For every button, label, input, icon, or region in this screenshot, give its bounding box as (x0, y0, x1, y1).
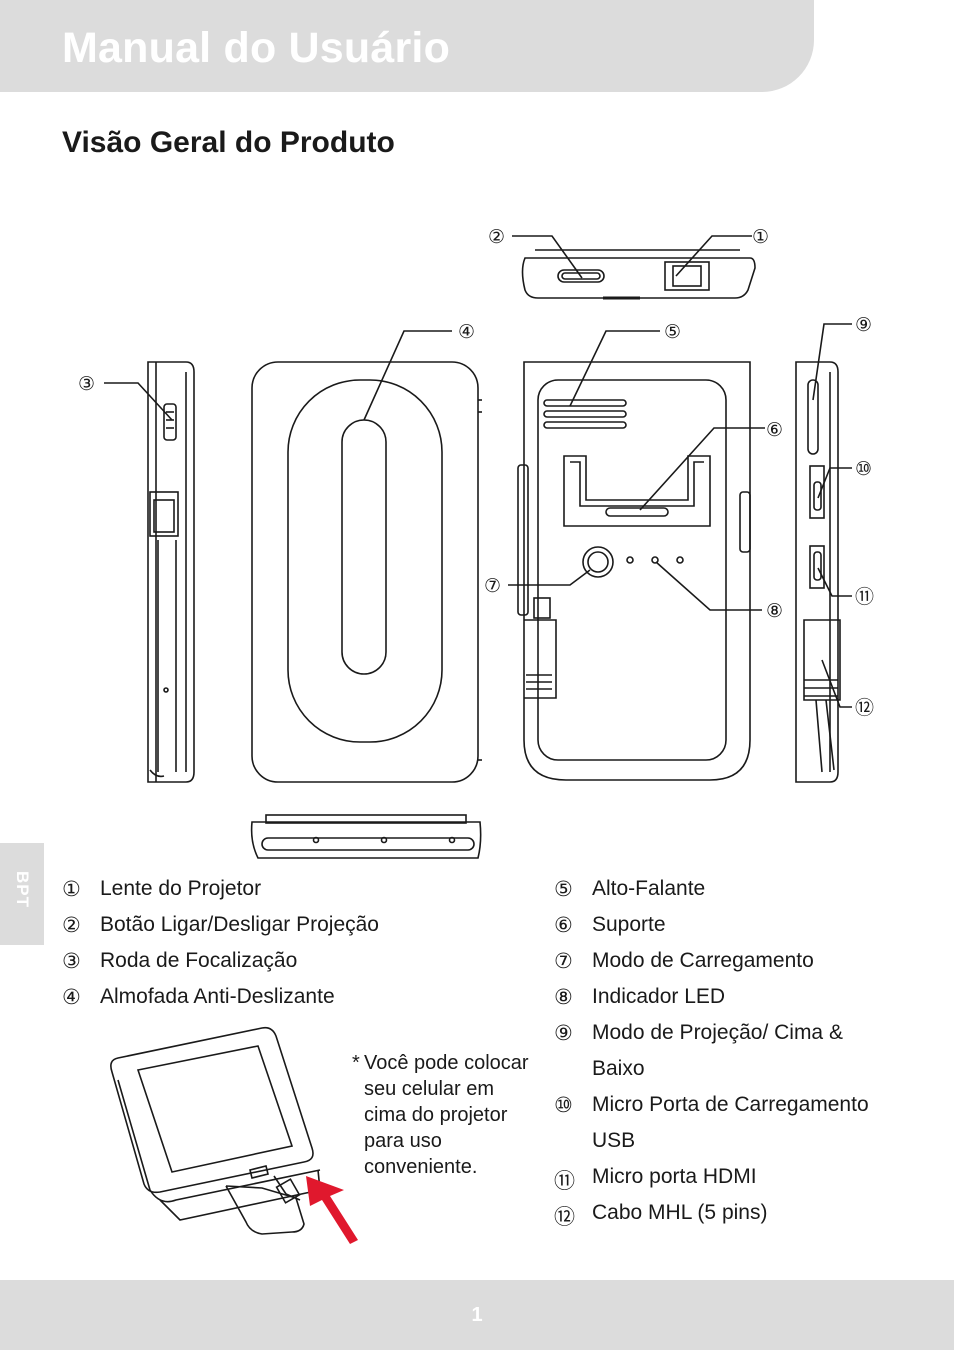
page-number: 1 (471, 1304, 483, 1326)
callout-11: ⑪ (855, 586, 874, 608)
callout-3: ③ (78, 373, 95, 395)
legend-label: Suporte (592, 913, 666, 936)
legend-label: Lente do Projetor (100, 877, 262, 900)
product-diagram: ① ② ③ ④ ⑤ ⑥ ⑦ ⑧ ⑨ ⑩ ⑪ ⑫ (78, 226, 874, 1244)
legend-number: ⑥ (554, 914, 573, 937)
legend-label-continued: Baixo (592, 1057, 645, 1080)
callout-9: ⑨ (855, 314, 872, 336)
leader-lines (104, 235, 852, 708)
header-bar: Manual do Usuário (0, 0, 814, 92)
legend-number: ③ (62, 950, 81, 973)
bottom-view-drawing (250, 814, 482, 859)
legend-number: ④ (62, 986, 81, 1009)
right-side-view-drawing (795, 361, 841, 783)
back-view-drawing (251, 361, 482, 783)
callout-4: ④ (458, 321, 475, 343)
callout-12: ⑫ (855, 697, 874, 719)
legend-right: ⑤ Alto-Falante ⑥ Suporte ⑦ Modo de Carre… (554, 877, 934, 1237)
red-arrow-icon (306, 1176, 358, 1244)
legend-number: ② (62, 914, 81, 937)
phone-illustration (110, 1026, 321, 1235)
note-asterisk: * (352, 1052, 360, 1074)
legend-label: Alto-Falante (592, 877, 706, 900)
callout-6: ⑥ (766, 419, 783, 441)
legend-label: Micro porta HDMI (592, 1165, 757, 1188)
callout-2: ② (488, 226, 505, 248)
page-title: Manual do Usuário (62, 24, 451, 72)
legend-left: ① Lente do Projetor ② Botão Ligar/Deslig… (62, 877, 502, 1017)
legend-label: Roda de Focalização (100, 949, 298, 972)
callout-10: ⑩ (855, 458, 872, 480)
legend-label: Indicador LED (592, 985, 726, 1008)
legend-label-continued: USB (592, 1129, 636, 1152)
legend-label: Modo de Projeção/ Cima & (592, 1021, 843, 1044)
legend-number: ① (62, 878, 81, 901)
callout-1: ① (752, 226, 769, 248)
legend-number: ⑩ (554, 1094, 573, 1117)
legend-number: ⑨ (554, 1022, 573, 1045)
front-view-drawing (517, 361, 751, 781)
legend-number: ⑧ (554, 986, 573, 1009)
legend-number: ⑪ (554, 1170, 575, 1193)
left-side-view-drawing (147, 361, 195, 783)
legend-label: Modo de Carregamento (592, 949, 814, 972)
callout-8: ⑧ (766, 600, 783, 622)
legend-number: ⑫ (554, 1206, 575, 1229)
legend-label: Micro Porta de Carregamento (592, 1093, 869, 1116)
legend-label: Botão Ligar/Desligar Projeção (100, 913, 379, 936)
footer-bar: 1 (0, 1280, 954, 1350)
legend-number: ⑦ (554, 950, 573, 973)
legend-label: Cabo MHL (5 pins) (592, 1201, 768, 1224)
section-title: Visão Geral do Produto (62, 126, 395, 159)
legend-number: ⑤ (554, 878, 573, 901)
callout-7: ⑦ (484, 575, 501, 597)
note-text: Você pode colocar seu celular em cima do… (364, 1052, 529, 1178)
language-side-tab: BPT (0, 843, 44, 945)
language-code: BPT (13, 871, 32, 908)
legend-label: Almofada Anti-Deslizante (100, 985, 335, 1008)
callout-5: ⑤ (664, 321, 681, 343)
top-view-drawing (521, 249, 756, 300)
